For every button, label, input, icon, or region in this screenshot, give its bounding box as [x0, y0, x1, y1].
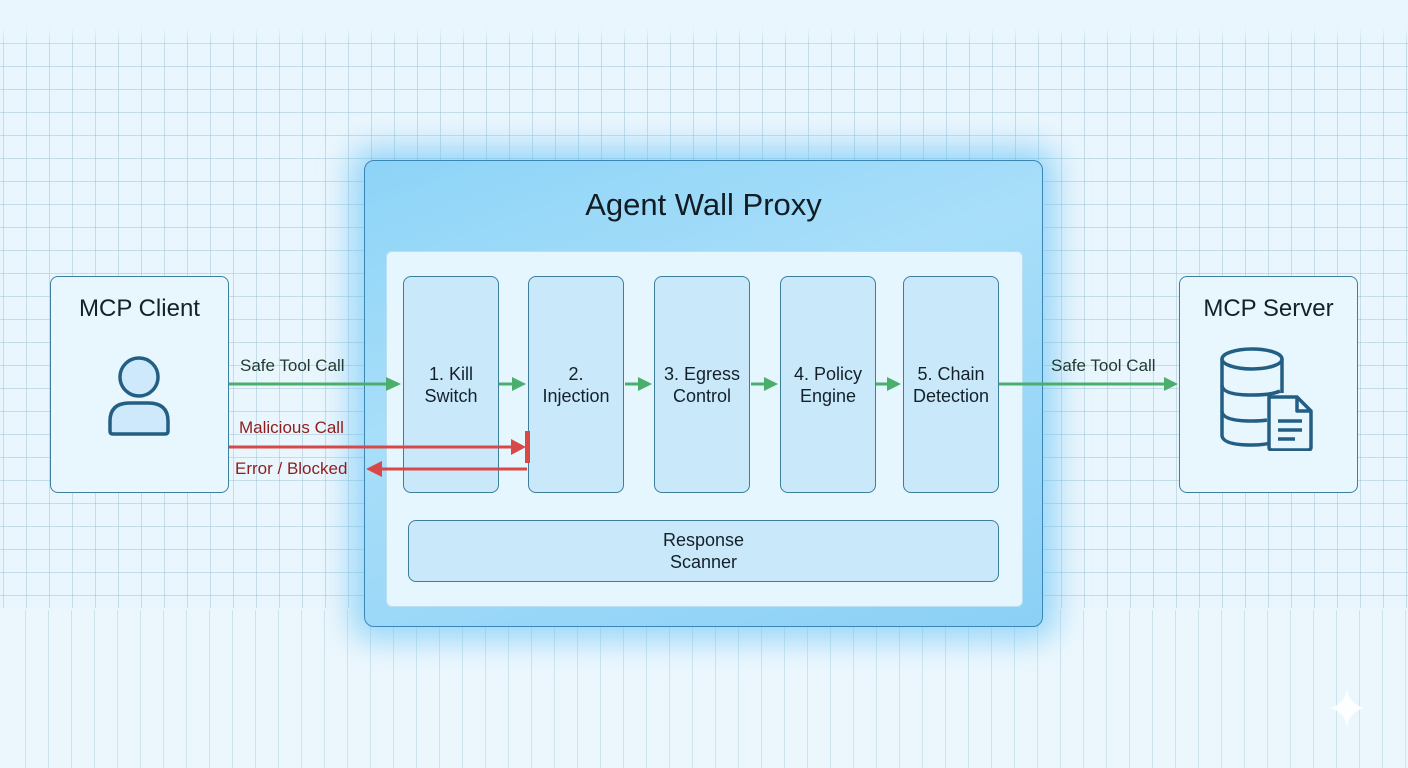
stage-injection: 2. Injection [528, 276, 624, 493]
background-grid-lower [0, 610, 1408, 768]
mcp-server-title: MCP Server [1203, 295, 1334, 322]
user-icon [108, 356, 170, 436]
error-blocked-label: Error / Blocked [235, 459, 348, 478]
safe-tool-call-in-label: Safe Tool Call [240, 356, 345, 375]
safe-tool-call-out-label: Safe Tool Call [1051, 356, 1156, 375]
stage-egress-control: 3. Egress Control [654, 276, 750, 493]
proxy-title: Agent Wall Proxy [585, 187, 822, 222]
mcp-server-node: MCP Server [1179, 276, 1358, 493]
mcp-client-title: MCP Client [79, 295, 200, 322]
malicious-call-label: Malicious Call [239, 418, 344, 437]
stage-policy-engine: 4. Policy Engine [780, 276, 876, 493]
safe-flow-arrows [229, 377, 1178, 391]
grid-fade [0, 0, 1408, 45]
grid-mask [0, 608, 1408, 768]
stage-chain-detection: 5. Chain Detection [903, 276, 999, 493]
database-document-icon [1220, 347, 1313, 451]
sparkle-icon [1330, 688, 1364, 728]
stage-kill-switch: 1. Kill Switch [403, 276, 499, 493]
response-scanner: Response Scanner [408, 520, 999, 582]
blocked-flow-arrows [229, 431, 530, 477]
mcp-client-node: MCP Client [50, 276, 229, 493]
